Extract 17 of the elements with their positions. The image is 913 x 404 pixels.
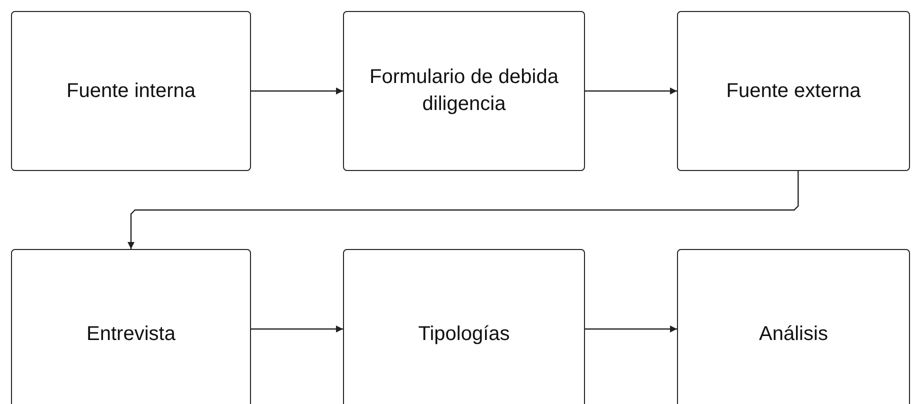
box-label: Análisis [759,322,828,346]
box-label: Entrevista [86,322,176,346]
box-label: Fuente interna [66,78,196,104]
process-box [11,249,251,404]
box-label: Formulario de debida diligencia [368,65,560,117]
arrow [585,326,677,332]
process-box [11,11,251,171]
arrow [128,171,799,249]
process-box [677,11,910,171]
arrow [251,326,343,332]
process-box [343,11,585,171]
box-label: Tipologías [418,322,510,346]
arrow [585,88,677,94]
process-box [677,249,910,404]
process-box [343,249,585,404]
box-label: Fuente externa [726,78,861,104]
arrow [251,88,343,94]
